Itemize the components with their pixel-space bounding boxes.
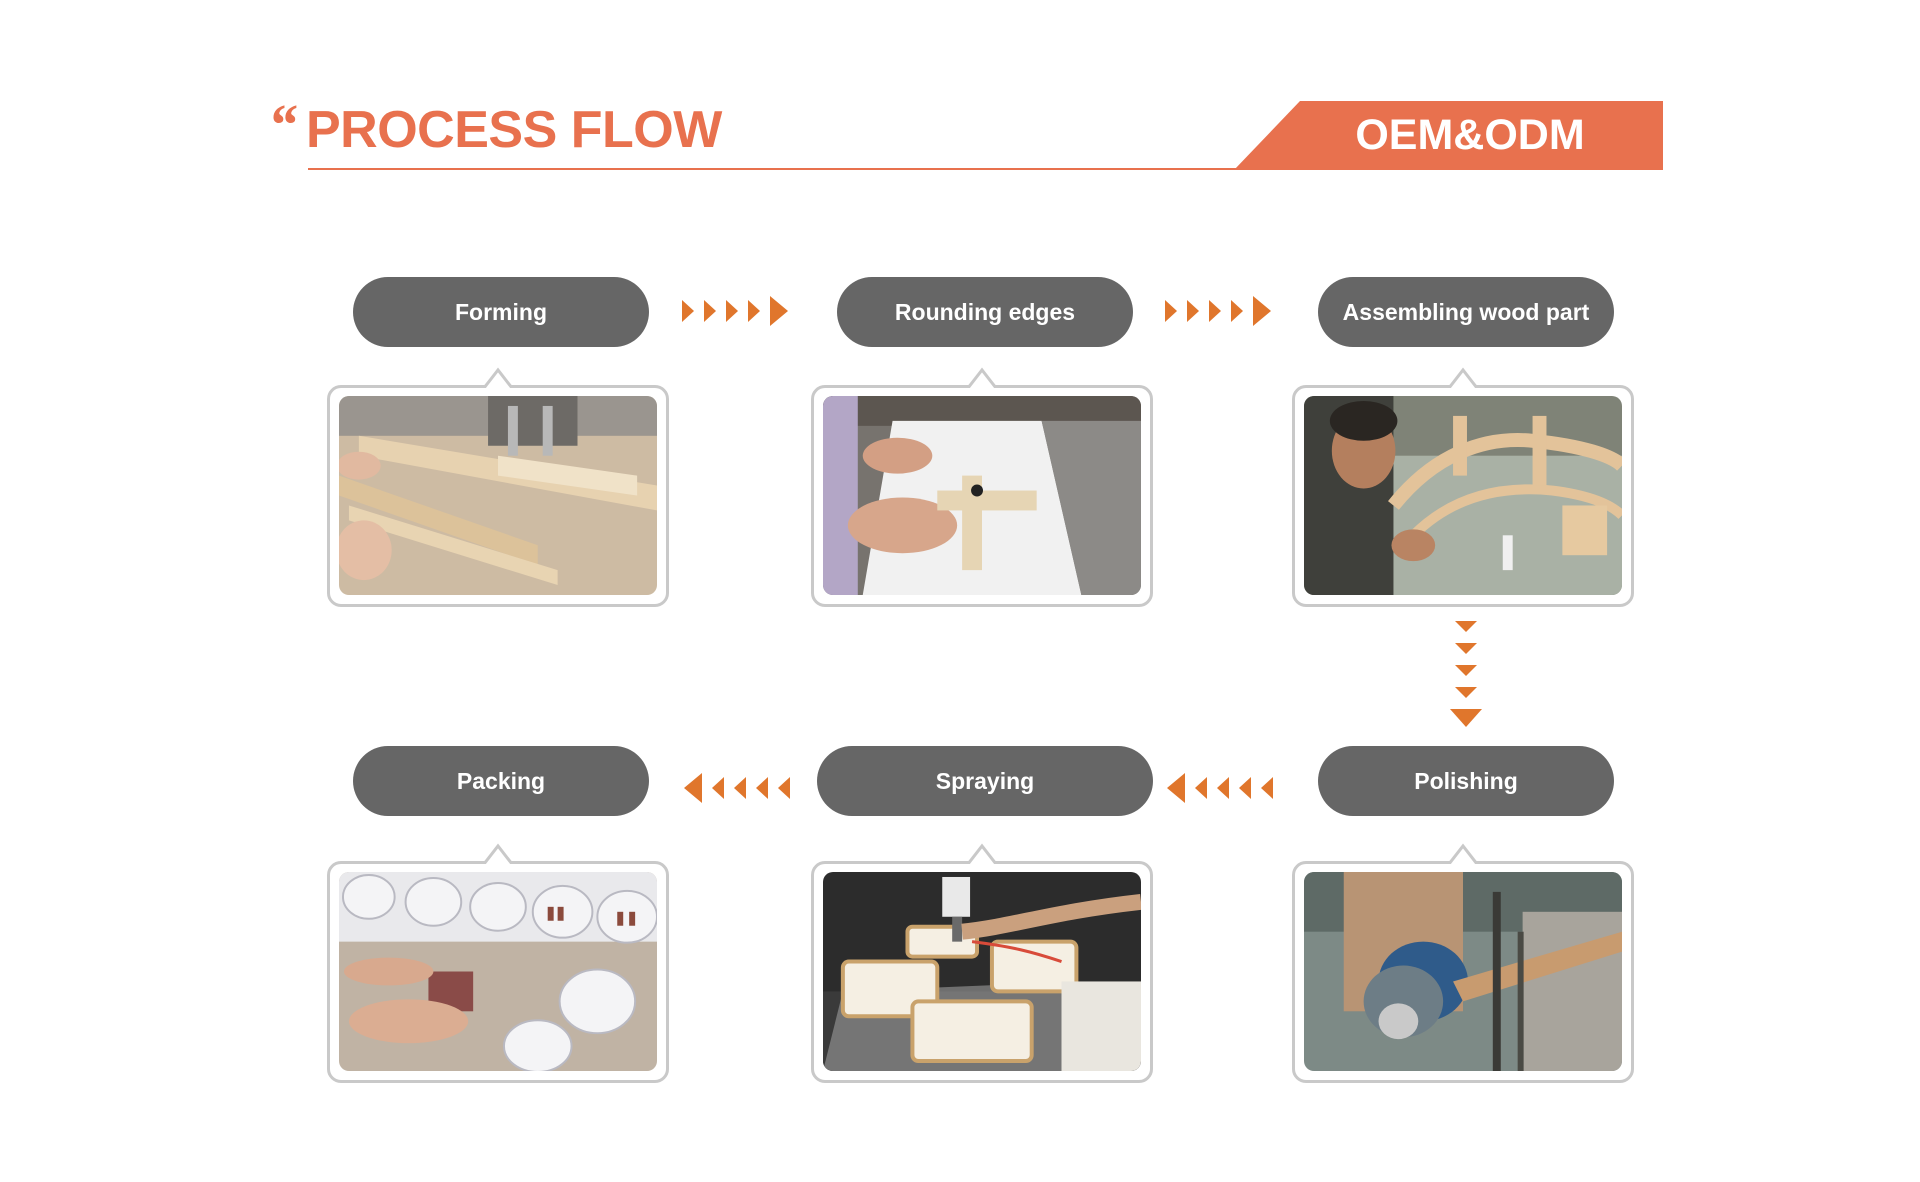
photo-frame-forming <box>327 367 669 607</box>
title-underline <box>308 168 1663 170</box>
pointer-icon <box>1449 367 1477 388</box>
photo-frame-packing <box>327 843 669 1083</box>
chevron-right-icon <box>1165 296 1273 326</box>
oem-odm-banner <box>1234 101 1663 170</box>
quote-mark-icon: “ <box>268 92 297 157</box>
packing-photo <box>339 872 657 1071</box>
pointer-icon <box>484 843 512 864</box>
step-rounding-edges: Rounding edges <box>837 277 1133 347</box>
pointer-icon <box>968 367 996 388</box>
chevron-right-icon <box>682 296 790 326</box>
page-title: PROCESS FLOW <box>306 101 722 159</box>
photo-frame-spraying <box>811 843 1153 1083</box>
step-packing: Packing <box>353 746 649 816</box>
wood-forming-photo <box>339 396 657 595</box>
step-forming: Forming <box>353 277 649 347</box>
spraying-photo <box>823 872 1141 1071</box>
pointer-icon <box>484 367 512 388</box>
photo-frame-polishing <box>1292 843 1634 1083</box>
rounding-edges-photo <box>823 396 1141 595</box>
chevron-left-icon <box>682 773 790 803</box>
step-spraying: Spraying <box>817 746 1153 816</box>
assembling-photo <box>1304 396 1622 595</box>
pointer-icon <box>968 843 996 864</box>
photo-frame-assembling <box>1292 367 1634 607</box>
step-assembling-wood-part: Assembling wood part <box>1318 277 1614 347</box>
polishing-photo <box>1304 872 1622 1071</box>
step-polishing: Polishing <box>1318 746 1614 816</box>
oem-odm-label: OEM&ODM <box>1355 111 1585 159</box>
chevron-down-icon <box>1450 621 1482 729</box>
pointer-icon <box>1449 843 1477 864</box>
chevron-left-icon <box>1165 773 1273 803</box>
photo-frame-rounding-edges <box>811 367 1153 607</box>
